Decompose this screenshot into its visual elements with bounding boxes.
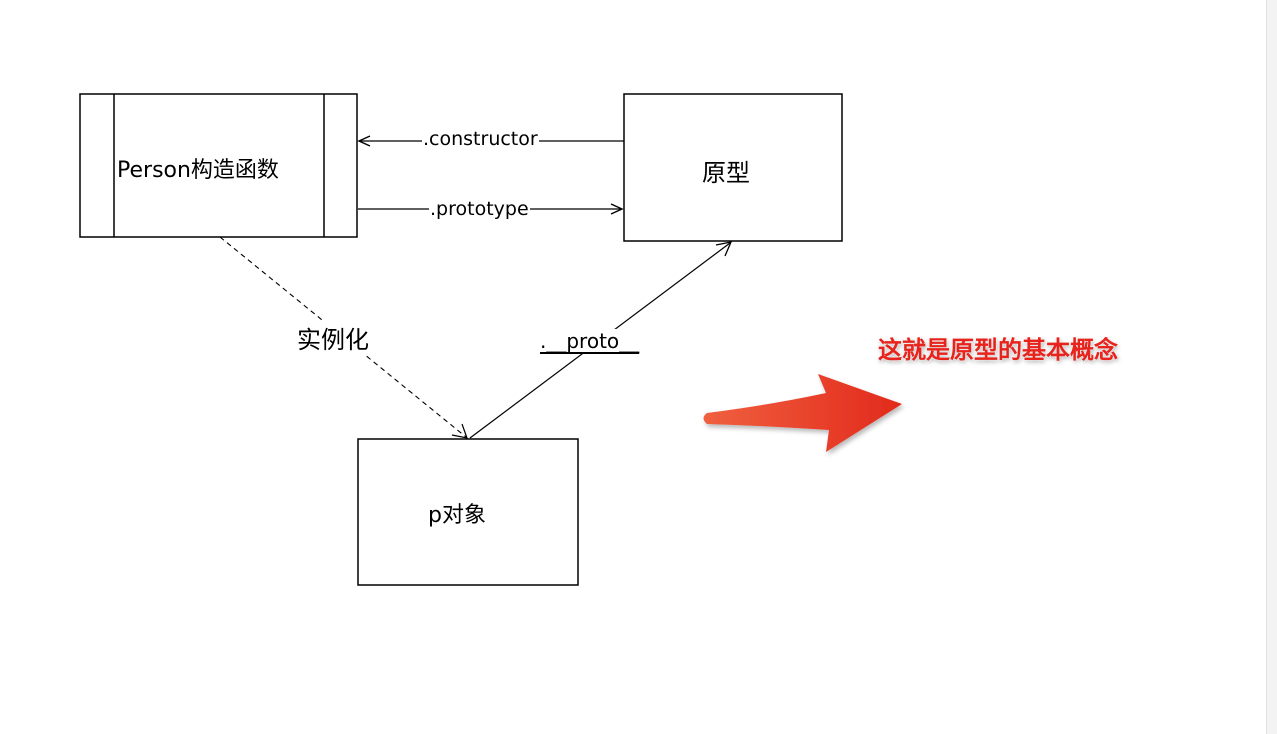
instantiate-edge [219,236,468,439]
callout-text: 这就是原型的基本概念 [878,336,1118,364]
instance-label: p对象 [428,503,486,528]
prototype-node [623,93,843,242]
right-edge-bar [1266,0,1277,734]
instance-node [357,438,579,586]
person-constructor-label: Person构造函数 [117,158,279,183]
prototype-label: 原型 [702,159,750,187]
prototype-edge-label: .prototype [429,198,530,220]
proto-edge-label: .__proto__ [539,329,641,353]
constructor-edge-label: .constructor [422,128,539,150]
instantiate-edge-label: 实例化 [296,320,370,355]
person-constructor-node [79,93,358,238]
red-arrow-icon [703,374,902,452]
